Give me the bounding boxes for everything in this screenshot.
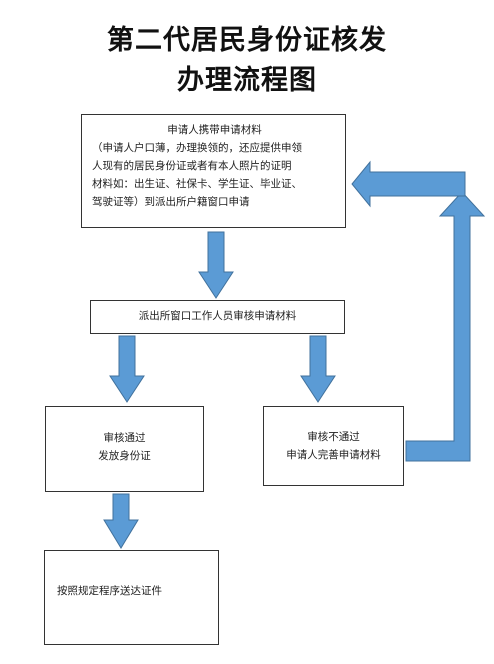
arrow-fail-loop-back: [405, 191, 486, 462]
apply-step-heading: 申请人携带申请材料: [167, 124, 262, 136]
arrow-pass-to-deliver: [103, 493, 139, 549]
arrow-review-to-pass: [109, 335, 145, 403]
arrow-apply-to-review: [198, 231, 234, 299]
review-step-label: 派出所窗口工作人员审核申请材料: [138, 310, 297, 322]
apply-step-box: 申请人携带申请材料 （申请人户口薄，办理换领的，还应提供申领 人现有的居民身份证…: [81, 114, 346, 228]
apply-step-text-line4: 材料如：出生证、社保卡、学生证、毕业证、: [92, 178, 302, 190]
pass-step-line1: 审核通过: [103, 432, 146, 444]
diagram-title-line1: 第二代居民身份证核发: [107, 25, 387, 56]
review-step-box: 派出所窗口工作人员审核申请材料: [90, 300, 345, 334]
fail-step-line2: 申请人完善申请材料: [286, 449, 381, 461]
apply-step-text-line3: 人现有的居民身份证或者有本人照片的证明: [92, 160, 292, 172]
apply-step-text-line5: 驾驶证等）到派出所户籍窗口申请: [92, 196, 250, 208]
arrow-loop-into-apply: [351, 160, 466, 208]
deliver-step-box: 按照规定程序送达证件: [44, 550, 219, 645]
apply-step-text-line2: （申请人户口薄，办理换领的，还应提供申领: [92, 142, 302, 154]
fail-step-box: 审核不通过 申请人完善申请材料: [263, 406, 404, 486]
fail-step-line1: 审核不通过: [307, 431, 360, 443]
diagram-title-line2: 办理流程图: [177, 65, 317, 96]
pass-step-box: 审核通过 发放身份证: [45, 406, 204, 492]
deliver-step-label: 按照规定程序送达证件: [57, 585, 162, 597]
arrow-review-to-fail: [300, 335, 336, 403]
pass-step-line2: 发放身份证: [98, 450, 151, 462]
